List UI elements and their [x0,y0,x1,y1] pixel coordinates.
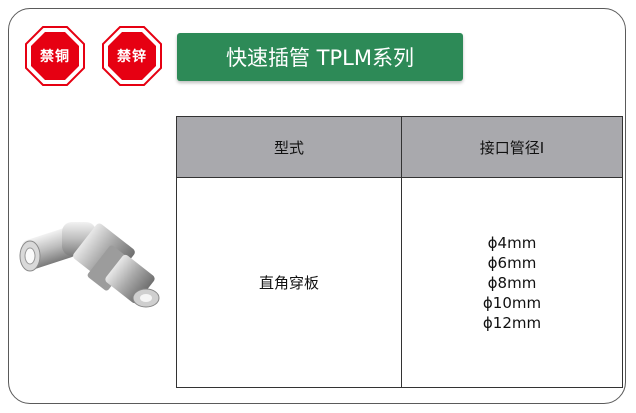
no-copper-badge: 禁铜 [24,25,86,87]
series-title: 快速插管 TPLM系列 [177,33,463,81]
sizes-cell: ϕ4mm ϕ6mm ϕ8mm ϕ10mm ϕ12mm [401,177,623,388]
octagon-icon [102,26,162,86]
badge-label: 禁铜 [40,49,70,65]
size-value: ϕ12mm [482,313,542,332]
size-value: ϕ4mm [487,233,537,252]
product-photo [18,212,168,312]
spec-table: 型式 接口管径I 直角穿板 ϕ4mm ϕ6mm ϕ8mm ϕ10mm ϕ12mm [176,116,623,388]
column-header-port-size: 接口管径I [401,116,623,178]
size-value: ϕ8mm [487,273,537,292]
column-header-type: 型式 [176,116,402,178]
table-header-row: 型式 接口管径I [176,116,623,178]
size-value: ϕ10mm [482,293,542,312]
table-row: 直角穿板 ϕ4mm ϕ6mm ϕ8mm ϕ10mm ϕ12mm [176,177,623,388]
octagon-icon [25,26,85,86]
badge-label: 禁锌 [117,49,147,65]
no-zinc-badge: 禁锌 [101,25,163,87]
size-value: ϕ6mm [487,253,537,272]
type-cell: 直角穿板 [176,177,402,388]
elbow-fitting-icon [19,222,160,308]
